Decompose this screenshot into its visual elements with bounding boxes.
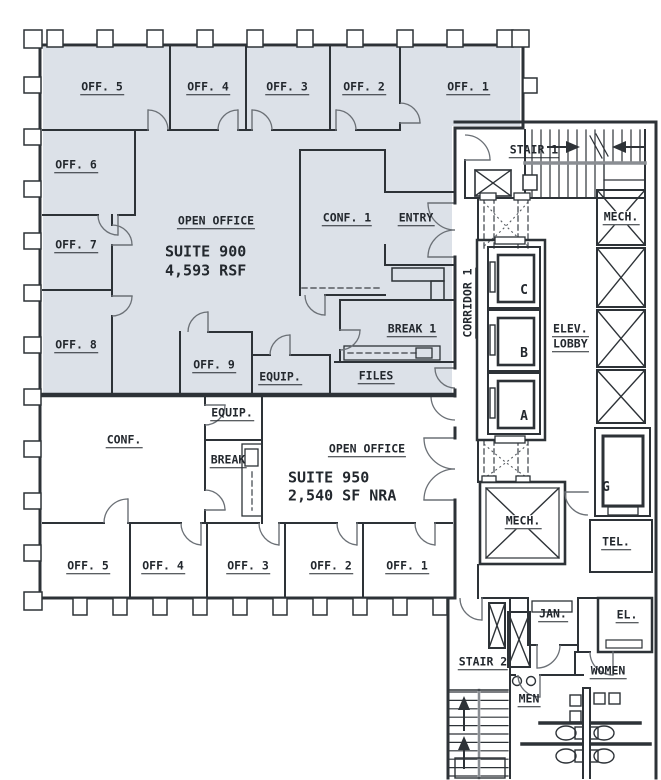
room-label-suite900-off-5: OFF. 5 (80, 79, 124, 95)
pilasters (23, 29, 538, 616)
room-label-stair-2: STAIR 2 (457, 654, 509, 670)
room-label-suite900-off-4: OFF. 4 (186, 79, 230, 95)
room-label-mech-top: MECH. (602, 209, 640, 225)
room-label-men: MEN (517, 691, 541, 707)
room-label-suite950-conf: CONF. (105, 432, 143, 448)
elevator-car-b-label: B (520, 346, 528, 361)
room-label-files: FILES (357, 368, 395, 384)
room-label-suite900-off-2: OFF. 2 (342, 79, 386, 95)
room-label-women: WOMEN (589, 663, 627, 679)
room-label-suite900-equip: EQUIP. (258, 369, 302, 385)
suite950-title: SUITE 950 (288, 468, 370, 487)
room-label-el: EL. (615, 607, 639, 623)
suite950-area: 2,540 SF NRA (288, 486, 397, 505)
room-label-suite900-off-7: OFF. 7 (54, 237, 98, 253)
elevator-bank (475, 192, 654, 654)
room-label-suite900-off-3: OFF. 3 (265, 79, 309, 95)
room-label-tel: TEL. (601, 534, 631, 550)
room-label-suite950-off-3: OFF. 3 (226, 558, 270, 574)
room-label-off-9: OFF. 9 (192, 357, 236, 373)
room-label-jan: JAN. (538, 606, 568, 622)
elevator-car-a-label: A (520, 409, 528, 424)
room-label-suite900-off-6: OFF. 6 (54, 157, 98, 173)
suite900-area: 4,593 RSF (165, 261, 247, 280)
room-label-mech-center: MECH. (504, 513, 542, 529)
suite900-title: SUITE 900 (165, 242, 247, 261)
door-swings (97, 102, 614, 698)
room-label-stair-1: STAIR 1 (508, 142, 560, 158)
room-label-suite950-off-1: OFF. 1 (385, 558, 429, 574)
room-label-break-1: BREAK 1 (386, 321, 438, 337)
room-label-suite950-off-4: OFF. 4 (141, 558, 185, 574)
room-label-suite900-off-1: OFF. 1 (446, 79, 490, 95)
suite-900-shaded-area (43, 47, 520, 393)
room-label-suite950-open-office: OPEN OFFICE (327, 441, 407, 457)
room-label-suite950-off-2: OFF. 2 (309, 558, 353, 574)
room-label-corridor-1: CORRIDOR 1 (460, 267, 476, 339)
room-label-suite950-equip: EQUIP. (210, 405, 254, 421)
elevator-car-g-label: G (602, 480, 610, 495)
stairs (449, 129, 647, 780)
room-label-elev-lobby-line2: LOBBY (552, 336, 589, 352)
room-label-elev-lobby-line1: ELEV. (552, 321, 589, 337)
room-label-entry: ENTRY (397, 210, 435, 226)
room-label-conf-1: CONF. 1 (321, 210, 373, 226)
elevator-car-c-label: C (520, 283, 528, 298)
room-label-suite950-break: BREAK (209, 452, 247, 468)
room-label-suite900-off-8: OFF. 8 (54, 337, 98, 353)
room-label-suite950-off-5: OFF. 5 (66, 558, 110, 574)
fixtures (241, 267, 621, 764)
room-label-suite900-open-office: OPEN OFFICE (176, 213, 256, 229)
